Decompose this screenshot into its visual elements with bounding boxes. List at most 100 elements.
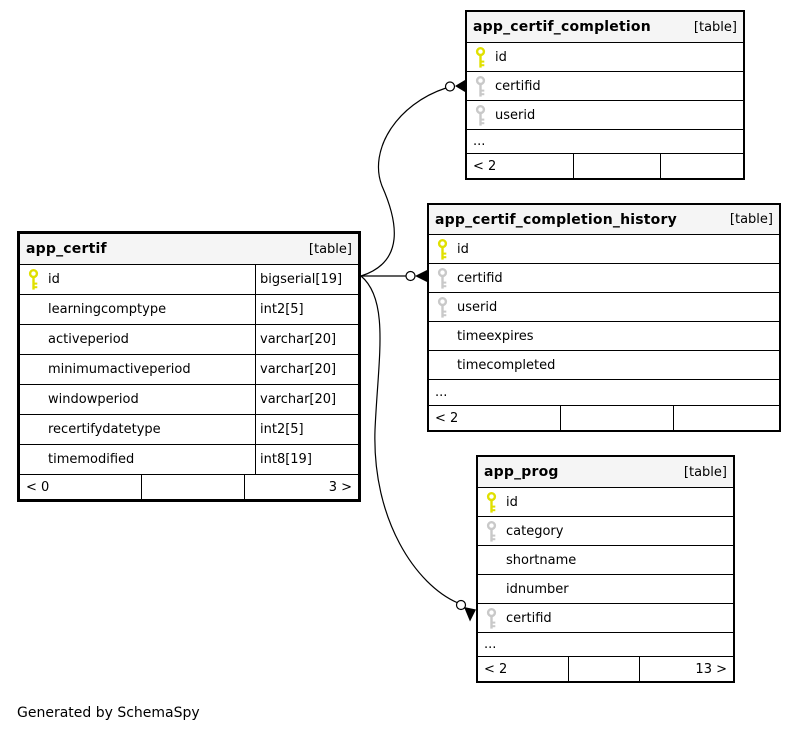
column-name: recertifydatetype <box>48 422 161 437</box>
column-name: learningcomptype <box>48 302 167 317</box>
table-app_prog[interactable]: app_prog [table] id category shortname idnumb… <box>476 455 735 683</box>
column-name: certifid <box>457 270 503 286</box>
column-row-userid: userid <box>429 292 779 321</box>
column-name: userid <box>457 299 498 315</box>
footer-right-cell: 13 > <box>639 657 733 681</box>
column-name: id <box>495 49 507 65</box>
column-type: varchar[20] <box>255 325 358 354</box>
relationship-edge-app_certif_completion_history <box>361 270 427 282</box>
column-name: certifid <box>495 78 541 94</box>
generated-by-note: Generated by SchemaSpy <box>17 705 200 721</box>
footer-center-cell <box>141 475 244 499</box>
edge-circle-marker <box>444 81 456 92</box>
column-row-certifid: certifid <box>467 71 743 100</box>
column-row-id: id <box>467 42 743 71</box>
foreign-key-icon <box>429 296 457 318</box>
column-name: certifid <box>506 610 552 626</box>
table-name[interactable]: app_certif_completion_history <box>435 211 677 228</box>
table-name[interactable]: app_certif <box>26 241 107 257</box>
footer-center-cell <box>560 406 673 430</box>
footer-right-cell <box>673 406 779 430</box>
column-row-activeperiod: activeperiod varchar[20] <box>20 324 358 354</box>
footer-left-cell: < 2 <box>473 158 497 174</box>
footer-center-cell <box>568 657 639 681</box>
primary-key-icon <box>467 46 495 68</box>
column-name: userid <box>495 107 536 123</box>
table-name[interactable]: app_certif_completion <box>473 19 651 35</box>
footer-right-cell <box>660 154 743 178</box>
column-name: activeperiod <box>48 332 129 347</box>
table-header-app_certif[interactable]: app_certif [table] <box>20 234 358 264</box>
column-name: id <box>48 272 60 287</box>
foreign-key-icon <box>478 607 506 629</box>
footer-center-cell <box>573 154 660 178</box>
table-header-app_certif_completion_history[interactable]: app_certif_completion_history [table] <box>429 205 779 234</box>
table-app_certif_completion_history[interactable]: app_certif_completion_history [table] id ce… <box>427 203 781 432</box>
table-kind-label: [table] <box>729 212 773 227</box>
column-row-certifid: certifid <box>478 603 733 632</box>
column-name: minimumactiveperiod <box>48 362 191 377</box>
footer-left-cell: < 2 <box>435 410 459 426</box>
column-name: id <box>457 241 469 257</box>
foreign-key-icon <box>467 104 495 126</box>
table-header-app_prog[interactable]: app_prog [table] <box>478 457 733 487</box>
truncated-columns-row: ... <box>478 632 733 656</box>
footer-right-cell: 3 > <box>244 475 358 499</box>
column-row-timeexpires: timeexpires <box>429 321 779 350</box>
edge-crow-marker <box>455 80 465 92</box>
column-row-id: id bigserial[19] <box>20 264 358 294</box>
column-name: timemodified <box>48 452 135 467</box>
footer-left-cell: < 0 <box>26 479 50 495</box>
column-name: shortname <box>506 552 577 568</box>
column-type: int8[19] <box>255 445 358 474</box>
column-name: id <box>506 494 518 510</box>
table-footer: < 0 3 > <box>20 474 358 499</box>
table-header-app_certif_completion[interactable]: app_certif_completion[table] <box>467 12 743 42</box>
edge-circle-marker <box>455 599 467 611</box>
column-row-timecompleted: timecompleted <box>429 350 779 379</box>
table-app_certif_completion[interactable]: app_certif_completion[table]id certifid us… <box>465 10 745 180</box>
edge-crow-marker <box>415 270 427 282</box>
column-row-shortname: shortname <box>478 545 733 574</box>
column-row-timemodified: timemodified int8[19] <box>20 444 358 474</box>
relationship-edge-app_prog <box>360 275 476 622</box>
edge-circle-marker <box>405 270 416 282</box>
column-row-category: category <box>478 516 733 545</box>
column-row-minimumactiveperiod: minimumactiveperiod varchar[20] <box>20 354 358 384</box>
column-row-idnumber: idnumber <box>478 574 733 603</box>
column-type: bigserial[19] <box>255 265 358 294</box>
table-footer: < 2 13 > <box>478 656 733 681</box>
foreign-key-icon <box>478 520 506 542</box>
truncated-columns-row: ... <box>429 379 779 405</box>
table-kind-label: [table] <box>683 464 727 480</box>
column-row-recertifydatetype: recertifydatetype int2[5] <box>20 414 358 444</box>
table-kind-label: [table] <box>308 241 352 257</box>
column-row-certifid: certifid <box>429 263 779 292</box>
column-type: varchar[20] <box>255 385 358 414</box>
table-footer: < 2 <box>429 405 779 430</box>
foreign-key-icon <box>467 75 495 97</box>
column-name: timecompleted <box>457 357 556 373</box>
foreign-key-icon <box>429 267 457 289</box>
primary-key-icon <box>429 238 457 260</box>
column-row-userid: userid <box>467 100 743 129</box>
table-name[interactable]: app_prog <box>484 464 559 480</box>
column-row-learningcomptype: learningcomptype int2[5] <box>20 294 358 324</box>
column-row-id: id <box>478 487 733 516</box>
footer-left-cell: < 2 <box>484 661 508 677</box>
column-type: varchar[20] <box>255 355 358 384</box>
column-row-id: id <box>429 234 779 263</box>
column-type: int2[5] <box>255 415 358 444</box>
primary-key-icon <box>20 269 48 290</box>
column-name: category <box>506 523 564 539</box>
primary-key-icon <box>478 491 506 513</box>
column-type: int2[5] <box>255 295 358 324</box>
edge-line <box>360 87 447 277</box>
edge-line <box>360 275 459 604</box>
edge-crow-marker <box>464 607 476 622</box>
table-footer: < 2 <box>467 153 743 178</box>
relationship-edge-app_certif_completion <box>360 80 465 277</box>
